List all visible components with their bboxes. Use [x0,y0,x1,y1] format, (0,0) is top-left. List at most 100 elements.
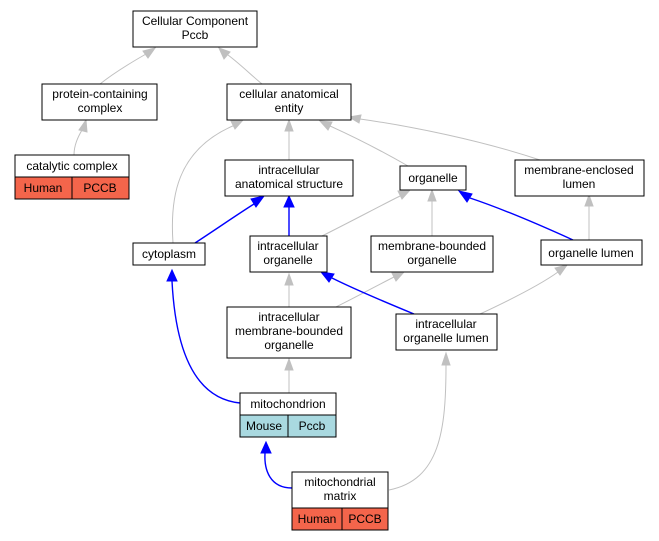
node-box [540,239,643,266]
arrowhead [230,119,245,130]
node-label-line: lumen [563,177,596,191]
node-label-line: intracellular [258,310,319,324]
edge-anatomical-entity-to-cc [227,54,263,85]
node-label-line: complex [78,101,123,115]
node-organelle[interactable]: organelle [399,165,467,191]
node-organelle-lumen[interactable]: organelle lumen [540,239,643,266]
gene-cell [341,507,389,531]
node-membrane-enclosed-lumen[interactable]: membrane-enclosed lumen [514,159,645,197]
edge-ol-to-organelle [469,197,574,241]
edge-mito-to-cytoplasm [171,280,241,404]
node-box [132,242,206,266]
node-label-line: intracellular [258,163,319,177]
gene-label: PCCB [348,512,381,526]
node-mitochondrion[interactable]: mitochondrion Mouse Pccb [239,392,337,438]
node-cellular-component[interactable]: Cellular Component Pccb [132,10,258,48]
arrowhead [142,47,157,59]
node-box [226,306,352,359]
node-mitochondrial-matrix[interactable]: mitochondrial matrix Human PCCB [291,471,389,531]
node-intracellular-anatomical-structure[interactable]: intracellular anatomical structure [224,159,354,197]
node-cellular-anatomical-entity[interactable]: cellular anatomical entity [226,83,352,121]
arrowhead [457,190,473,203]
edge-protein-complex-to-cc [99,53,147,85]
species-label: Human [24,181,63,195]
node-protein-containing-complex[interactable]: protein-containing complex [41,83,158,121]
node-box [132,10,258,48]
node-box [249,235,328,273]
species-label: Mouse [246,419,282,433]
node-label-line: mitochondrial [304,475,375,489]
node-label-line: intracellular [257,239,318,253]
node-cytoplasm[interactable]: cytoplasm [132,242,206,266]
edge-matrix-to-mito [264,452,293,489]
edge-imbo-to-mbo [335,276,395,308]
gene-cell [71,176,130,200]
gene-label: PCCB [83,181,116,195]
edge-organelle-to-entity [329,125,409,167]
edge-cytoplasm-to-entity [171,124,236,244]
node-label-line: organelle [408,171,458,185]
node-box [370,235,494,273]
node-box [226,83,352,121]
blue-edges [166,190,574,489]
arrowhead [319,271,335,283]
arrowhead [78,118,88,133]
arrowhead [218,47,231,60]
node-label-line: organelle [264,338,314,352]
arrowhead [318,120,333,131]
node-intracellular-organelle-lumen[interactable]: intracellular organelle lumen [395,313,498,351]
node-catalytic-complex[interactable]: catalytic complex Human PCCB [14,154,130,200]
arrowhead [284,272,294,286]
arrowhead [166,268,178,282]
gene-label: Pccb [299,419,326,433]
node-label-line: mitochondrion [250,397,325,411]
gene-cell [287,414,337,438]
arrowhead [441,351,451,366]
arrowhead [284,118,294,132]
node-label-line: intracellular [415,317,476,331]
gray-edges [73,47,594,491]
edge-iol-to-io [331,277,415,315]
node-box [41,83,158,121]
node-label-line: membrane-bounded [235,324,343,338]
arrowhead [283,194,295,208]
node-label-line: organelle [407,253,457,267]
node-label-line: organelle [263,253,313,267]
edge-iol-to-ol [479,271,559,315]
node-box [514,159,645,197]
node-box [395,313,498,351]
node-label-line: cellular anatomical [239,87,338,101]
node-label-line: membrane-bounded [378,239,486,253]
nodes: Cellular Component Pccb protein-containi… [14,10,645,531]
node-label-line: protein-containing [52,87,147,101]
arrowhead [397,189,412,200]
node-membrane-bounded-organelle[interactable]: membrane-bounded organelle [370,235,494,273]
node-label-line: Cellular Component [142,14,249,28]
arrowhead [284,357,294,371]
node-label-line: matrix [324,489,357,503]
node-label-line: catalytic complex [26,159,117,173]
node-label-line: organelle lumen [548,246,633,260]
node-label-line: Pccb [182,28,209,42]
arrowhead [391,271,406,282]
edge-matrix-to-iol [388,364,447,491]
node-intracellular-organelle[interactable]: intracellular organelle [249,235,328,273]
node-box [224,159,354,197]
arrowhead [554,264,569,276]
arrowhead [584,193,594,207]
node-label-line: cytoplasm [142,247,196,261]
node-label-line: anatomical structure [235,177,343,191]
arrowhead [250,195,266,208]
edge-io-to-organelle [321,195,401,237]
node-box [399,165,467,191]
arrowhead [260,440,272,454]
node-label-line: membrane-enclosed [524,163,633,177]
edge-mel-to-entity [359,118,541,161]
edge-cytoplasm-to-ias [194,203,255,244]
arrowhead [427,188,437,202]
species-label: Human [298,512,337,526]
node-intracellular-membrane-bounded-organelle[interactable]: intracellular membrane-bounded organelle [226,306,352,359]
edge-catalytic-to-protein-complex [73,129,83,156]
node-label-line: entity [275,101,304,115]
